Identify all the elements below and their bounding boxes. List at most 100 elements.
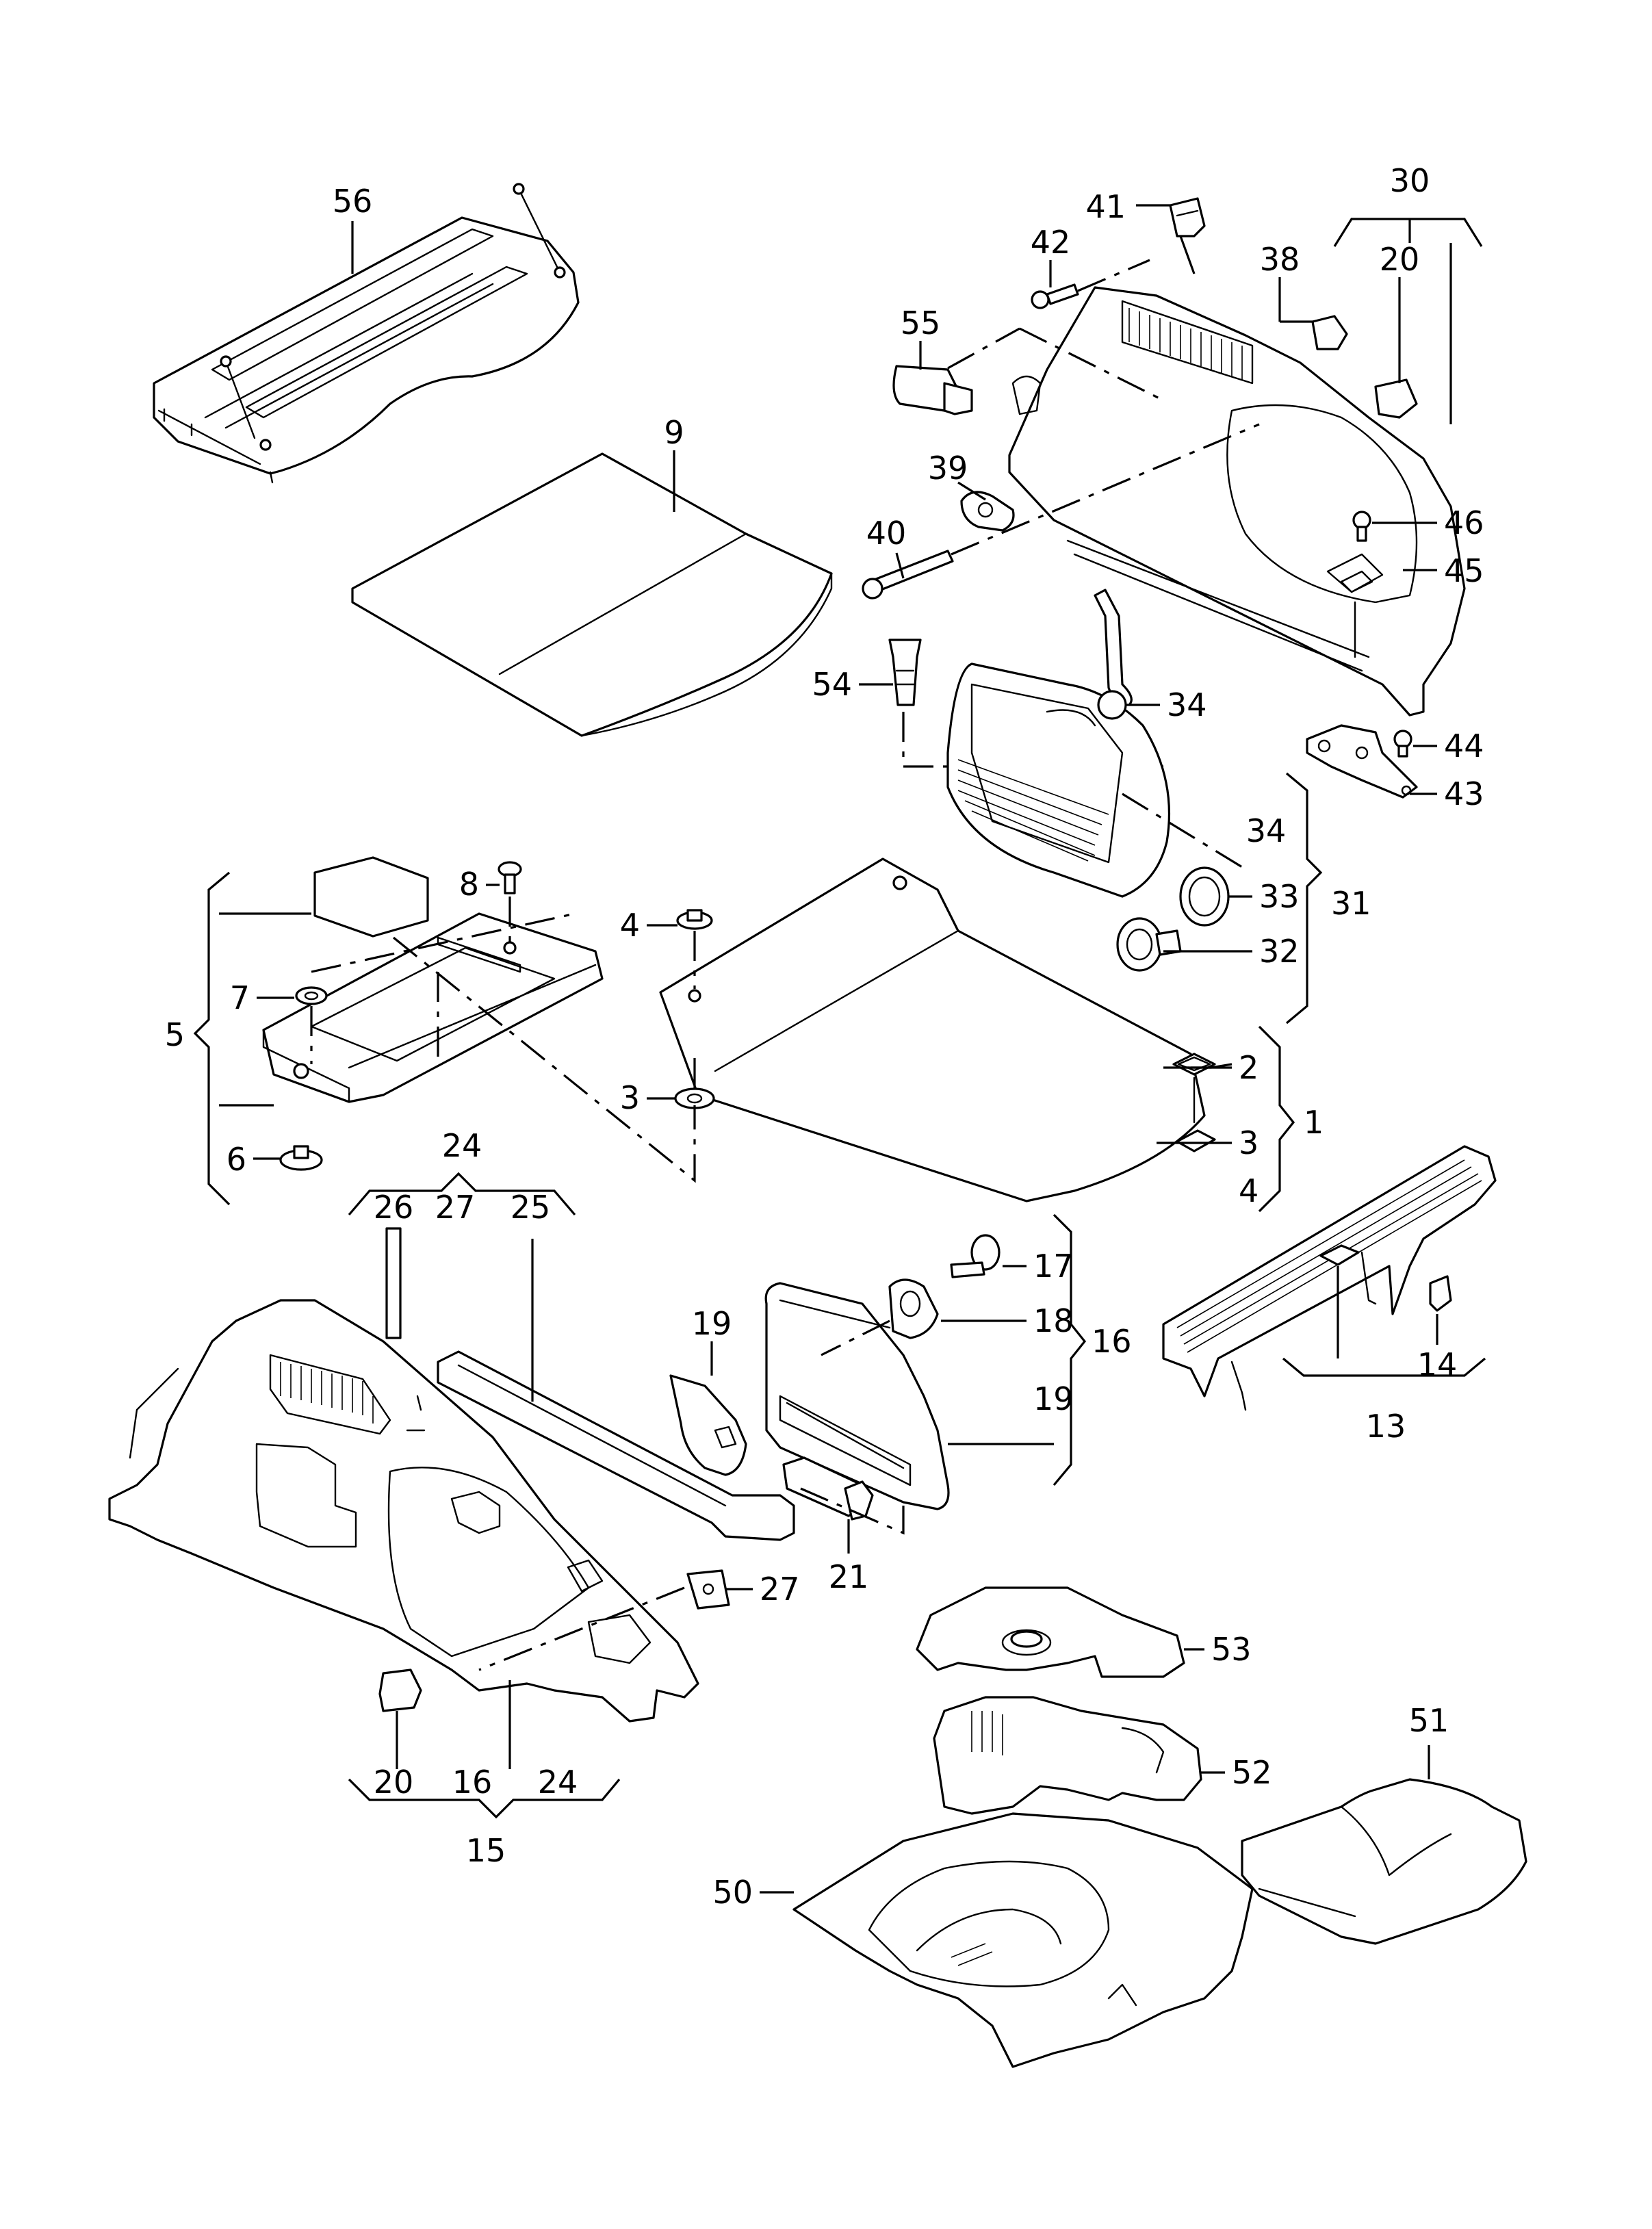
callout-53: 53 [1211, 1631, 1252, 1668]
part-27-clip-illustration [686, 1569, 730, 1610]
callout-9: 9 [664, 414, 684, 451]
callout-56: 56 [333, 183, 373, 220]
part-31-storage-box-illustration [946, 662, 1171, 898]
callout-16-group: 16 [1092, 1323, 1132, 1360]
part-16-tie-down-illustration [764, 1282, 950, 1510]
guide-31 [1122, 793, 1246, 871]
callout-51: 51 [1409, 1702, 1449, 1739]
part-8-screw-illustration [498, 861, 522, 894]
callout-18: 18 [1033, 1302, 1074, 1339]
callout-39: 39 [928, 450, 968, 487]
bracket-5 [193, 871, 231, 1206]
part-42-screw-illustration [1031, 283, 1079, 309]
callout-46: 46 [1444, 504, 1484, 541]
callout-15: 15 [466, 1832, 506, 1869]
callout-25: 25 [511, 1189, 551, 1226]
callout-24-bottom: 24 [538, 1764, 578, 1801]
callout-2: 2 [1239, 1049, 1259, 1086]
callout-34-strap: 34 [1167, 686, 1207, 723]
callout-7: 7 [230, 979, 250, 1016]
part-46-screw-illustration [1352, 511, 1371, 542]
part-1-floor-covering-illustration [659, 858, 1216, 1202]
part-9-floor-panel-illustration [351, 452, 833, 737]
bracket-15 [348, 1778, 621, 1819]
guide-5b [392, 936, 696, 1183]
leader-41b [1179, 235, 1196, 274]
callout-26: 26 [374, 1189, 414, 1226]
part-18-grommet-illustration [888, 1278, 939, 1339]
callout-4-fastener: 4 [620, 907, 640, 944]
callout-16-bottom: 16 [452, 1764, 493, 1801]
bracket-24a [348, 1172, 576, 1216]
callout-24-top: 24 [442, 1127, 482, 1164]
part-55-lamp-illustration [892, 365, 973, 415]
part-51-wheel-well-insert-illustration [1241, 1778, 1527, 1945]
part-25-strap-illustration [437, 1350, 795, 1541]
part-7-nut-illustration [295, 986, 328, 1005]
guide-55 [947, 327, 1020, 370]
part-53-cover-illustration [916, 1586, 1185, 1678]
callout-4-group: 4 [1239, 1172, 1259, 1209]
guide-18 [821, 1319, 890, 1356]
part-32-grommet-illustration [1116, 917, 1182, 972]
callout-21: 21 [829, 1558, 869, 1595]
callout-13: 13 [1366, 1408, 1406, 1445]
part-56-cover-illustration [153, 183, 580, 484]
leader-40 [895, 552, 905, 579]
guide-27 [478, 1586, 685, 1671]
part-3-fastener-illustration [674, 1087, 715, 1109]
callout-34-group: 34 [1246, 812, 1287, 849]
bracket-1 [1258, 1025, 1295, 1213]
part-43-hinge-illustration [1306, 724, 1418, 799]
callout-3-group: 3 [1239, 1124, 1259, 1161]
hole-4 [688, 989, 701, 1003]
guide-55b [1019, 327, 1164, 402]
part-50-wheel-well-illustration [792, 1812, 1254, 2068]
callout-1: 1 [1304, 1104, 1324, 1141]
guide-42 [1077, 259, 1150, 292]
callout-19-nut: 19 [692, 1305, 732, 1342]
callout-42: 42 [1031, 224, 1071, 261]
part-4-fastener-illustration [676, 909, 713, 930]
part-54-lock-illustration [888, 639, 922, 706]
part-15-left-trim-illustration [108, 1299, 699, 1723]
part-17-bolt-illustration [950, 1234, 1001, 1278]
part-52-tray-illustration [933, 1696, 1202, 1815]
bracket-16 [1053, 1213, 1087, 1486]
part-20-clip-bottom-illustration [378, 1668, 422, 1712]
callout-20-top: 20 [1380, 241, 1420, 278]
callout-33: 33 [1259, 878, 1300, 915]
callout-5: 5 [165, 1016, 185, 1053]
part-14-clip-illustration [1429, 1275, 1452, 1312]
part-33-ring-illustration [1179, 866, 1230, 927]
callout-27-top: 27 [435, 1189, 476, 1226]
callout-19-group: 19 [1033, 1380, 1074, 1417]
part-38-bracket-illustration [1311, 315, 1348, 350]
callout-52: 52 [1232, 1754, 1272, 1791]
part-13-sill-trim-illustration [1162, 1145, 1497, 1411]
callout-43: 43 [1444, 775, 1484, 812]
part-39-hook-illustration [960, 491, 1015, 532]
part-5-compartment-illustration [262, 856, 604, 1103]
bracket-31 [1285, 772, 1323, 1025]
bracket-30 [1333, 218, 1483, 247]
callout-27-clip: 27 [760, 1571, 800, 1608]
part-6-nut-illustration [279, 1145, 323, 1171]
part-30-right-trim-illustration [1008, 286, 1466, 717]
guide-5a [311, 912, 576, 973]
part-40-bolt-illustration [862, 550, 954, 600]
part-26-strip-illustration [385, 1227, 402, 1339]
callout-41: 41 [1085, 188, 1126, 225]
part-19-nut-illustration [669, 1374, 747, 1476]
callout-50: 50 [712, 1874, 753, 1911]
callout-45: 45 [1444, 552, 1484, 589]
callout-8: 8 [459, 866, 479, 903]
callout-30: 30 [1390, 162, 1430, 199]
guide-39-40 [951, 423, 1260, 556]
bracket-13 [1282, 1357, 1486, 1377]
callout-38: 38 [1260, 241, 1300, 278]
callout-40: 40 [866, 515, 907, 552]
part-44-screw-illustration [1393, 730, 1412, 758]
callout-55: 55 [901, 305, 941, 342]
